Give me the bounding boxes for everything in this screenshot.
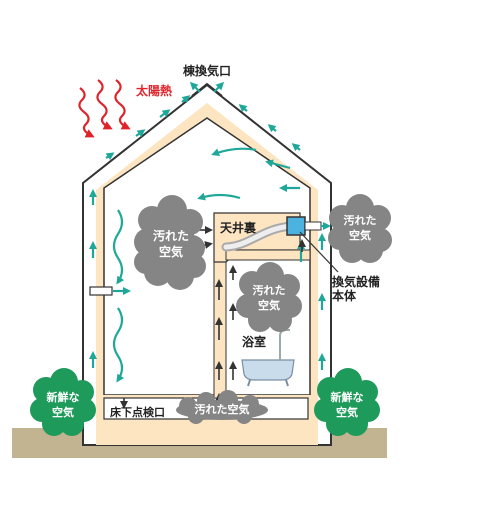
left-wall-vent	[89, 286, 113, 296]
ventilation-unit	[286, 216, 306, 236]
fresh-air-cloud-right	[314, 368, 380, 436]
label-fresh-air-right-2: 空気	[336, 405, 358, 419]
label-underfloor-hatch: 床下点検口	[110, 405, 165, 419]
label-dirty-air-bath-2: 空気	[258, 298, 280, 312]
label-fresh-air-left-2: 空気	[52, 405, 74, 419]
label-dirty-air-right-2: 空気	[349, 228, 371, 242]
vent-unit-pointer	[299, 231, 339, 273]
dirty-air-cloud-bath	[236, 262, 302, 332]
label-attic: 天井裏	[220, 220, 257, 235]
label-dirty-air-floor: 汚れた空気	[195, 402, 250, 416]
label-ridge-vent: 棟換気口	[183, 63, 231, 78]
label-fresh-air-left-1: 新鮮な	[47, 390, 80, 404]
ridge-vent-cap	[191, 82, 223, 97]
bathroom-ceiling	[225, 249, 311, 261]
label-fresh-air-right-1: 新鮮な	[331, 390, 364, 404]
label-bathroom: 浴室	[242, 334, 266, 349]
partition-wall	[213, 249, 227, 399]
fresh-air-cloud-left	[30, 368, 96, 436]
dirty-air-cloud-right	[328, 194, 392, 263]
airflow-arrows	[89, 81, 331, 383]
label-dirty-air-right-1: 汚れた	[344, 213, 377, 227]
dirty-air-cloud-left	[134, 195, 206, 290]
label-vent-unit-line1: 換気設備	[332, 274, 380, 289]
label-dirty-air-left-2: 空気	[159, 244, 183, 259]
label-dirty-air-bath-1: 汚れた	[253, 283, 286, 297]
label-dirty-air-left-1: 汚れた	[153, 228, 189, 243]
label-solar-heat: 太陽熱	[136, 83, 172, 98]
dirty-air-cloud-floor	[176, 390, 268, 424]
solar-heat-arrows	[78, 79, 131, 138]
label-vent-unit-line2: 本体	[332, 288, 357, 303]
